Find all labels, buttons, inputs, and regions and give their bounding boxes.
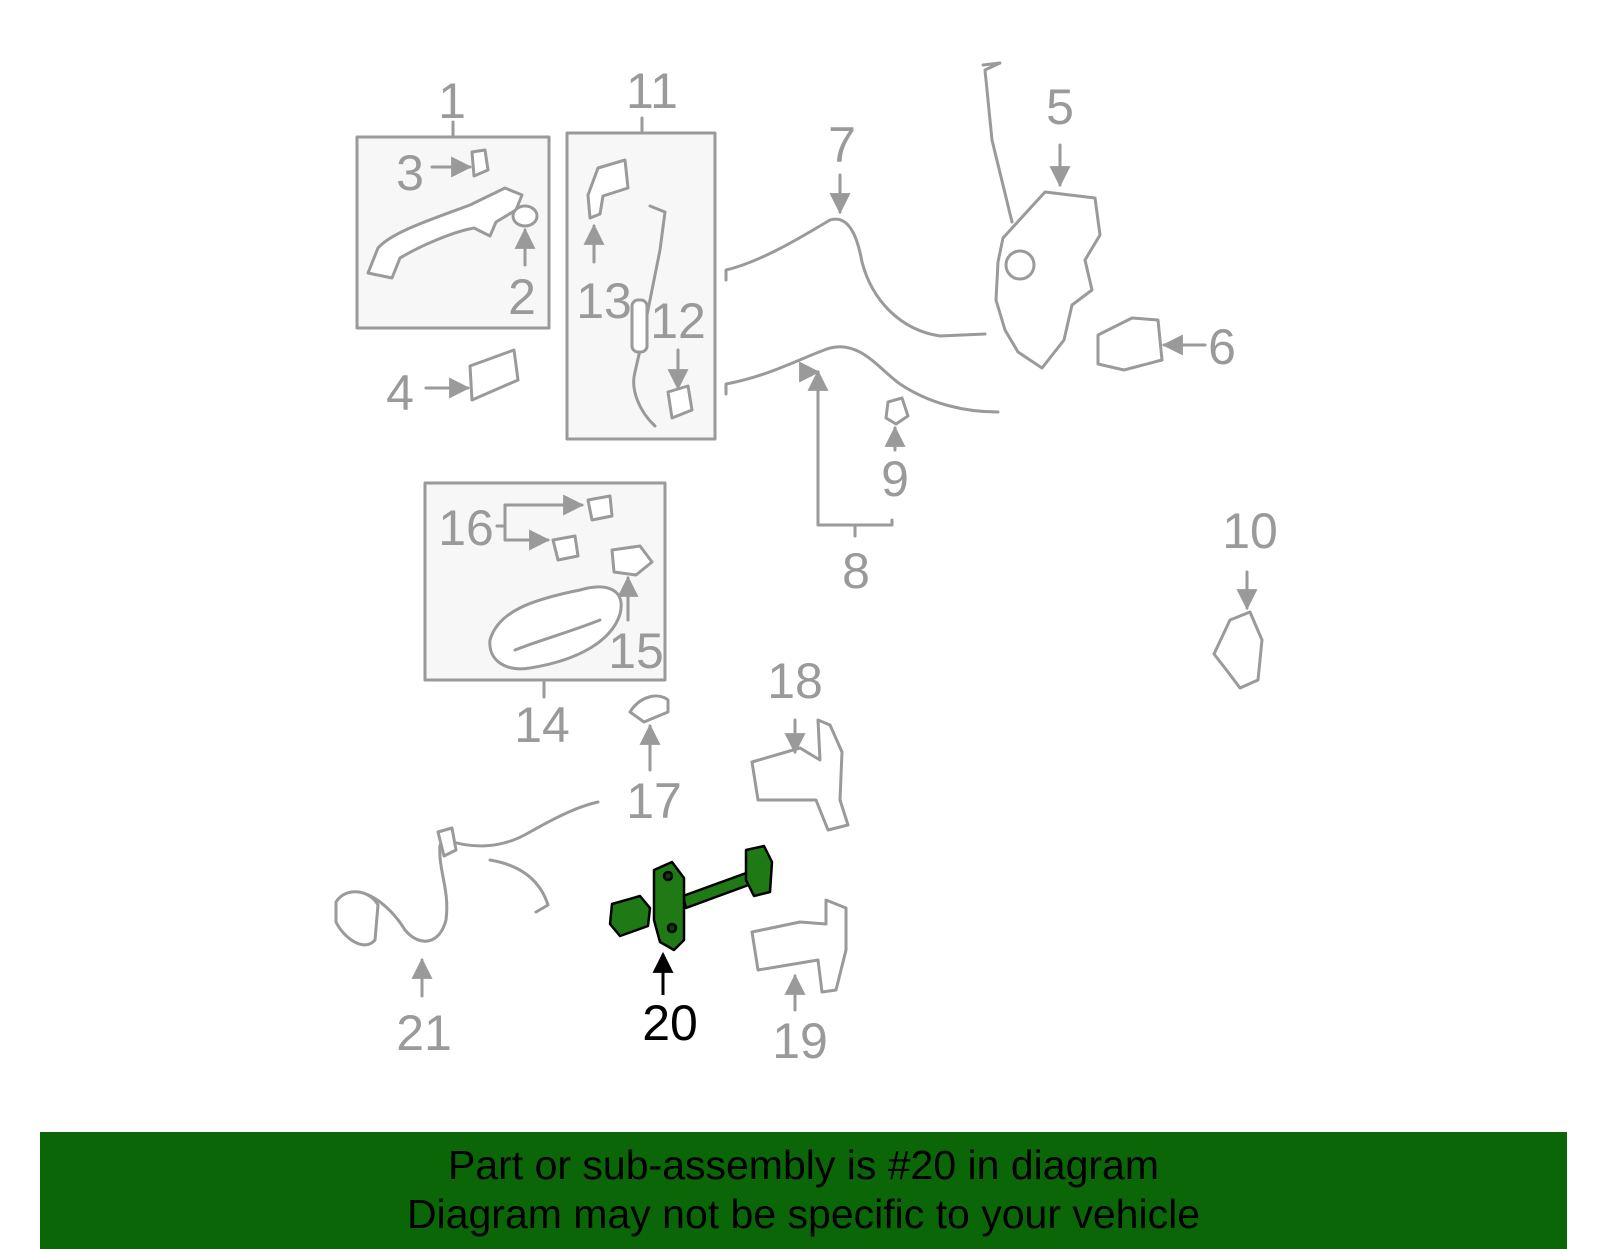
- callout-18: 18: [767, 653, 823, 709]
- part-10-striker: [1212, 610, 1264, 690]
- part-13-bracket: [586, 158, 630, 220]
- part-3-clip: [470, 148, 490, 178]
- callout-5: 5: [1046, 79, 1074, 135]
- part-16-clip-a: [586, 494, 614, 522]
- part-6-actuator: [1096, 316, 1164, 372]
- part-16-clip-b: [551, 534, 580, 562]
- info-banner: Part or sub-assembly is #20 in diagram D…: [40, 1132, 1567, 1249]
- door-latch-rod: [981, 61, 1014, 224]
- banner-line-1: Part or sub-assembly is #20 in diagram: [448, 1142, 1159, 1188]
- part-5-latch: [994, 190, 1102, 370]
- callout-10: 10: [1222, 503, 1278, 559]
- part-17-cap: [628, 694, 670, 724]
- callout-15: 15: [608, 623, 664, 679]
- part-18-hinge: [750, 718, 850, 832]
- callout-13: 13: [576, 273, 632, 329]
- outside-handle-part: [366, 186, 524, 280]
- callout-1: 1: [438, 73, 466, 129]
- callout-16: 16: [438, 500, 494, 556]
- callout-14: 14: [514, 697, 570, 753]
- part-2-cap: [511, 204, 539, 228]
- callout-6: 6: [1208, 319, 1236, 375]
- callout-3: 3: [396, 145, 424, 201]
- callout-7: 7: [828, 117, 856, 173]
- part-9-clip: [884, 396, 910, 426]
- rod-sleeve: [630, 298, 649, 354]
- callout-4: 4: [386, 365, 414, 421]
- part-4-plate: [468, 348, 520, 402]
- part-15-clip: [610, 544, 654, 577]
- callout-17: 17: [626, 773, 682, 829]
- lock-rod: [632, 204, 667, 428]
- callout-2: 2: [508, 269, 536, 325]
- cable-7: [724, 217, 987, 338]
- callout-9: 9: [881, 451, 909, 507]
- callout-20: 20: [642, 995, 698, 1051]
- banner-line-2: Diagram may not be specific to your vehi…: [406, 1191, 1200, 1237]
- part-20-door-check: [608, 844, 774, 952]
- part-21-wire-harness: [346, 800, 600, 943]
- callout-19: 19: [772, 1013, 828, 1069]
- cable-8: [724, 345, 1000, 414]
- callout-8: 8: [842, 543, 870, 599]
- part-19-hinge: [750, 898, 848, 994]
- callout-11: 11: [626, 63, 678, 119]
- callout-21: 21: [396, 1005, 452, 1061]
- callout-12: 12: [650, 293, 706, 349]
